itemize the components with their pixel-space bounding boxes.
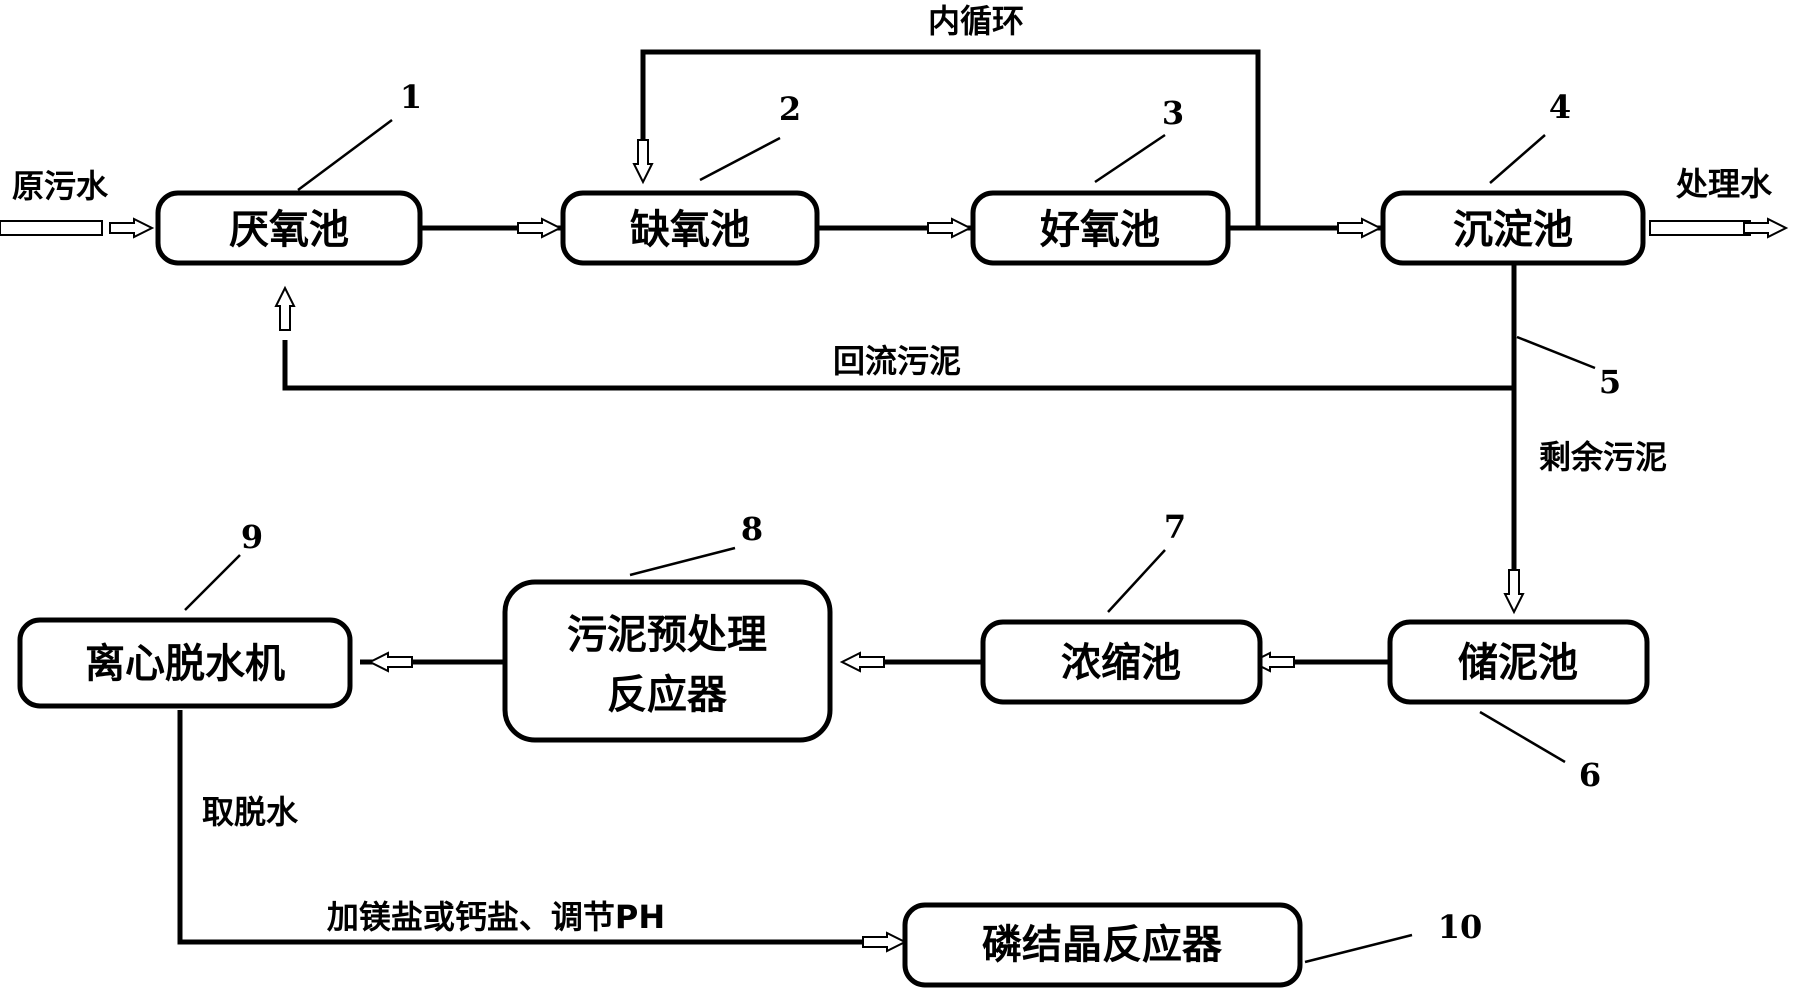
number-4: 4 bbox=[1549, 88, 1571, 126]
take-dewatering-liquid-label: 取脱水 bbox=[202, 793, 299, 831]
arrow-8-9 bbox=[369, 652, 413, 672]
dewatering-liquid-line bbox=[177, 710, 905, 945]
leader-8 bbox=[629, 546, 736, 577]
internal-recycle-label: 内循环 bbox=[928, 2, 1024, 40]
arrow-1-2 bbox=[517, 218, 561, 238]
leader-2 bbox=[699, 136, 781, 182]
return-sludge-arrow bbox=[275, 287, 295, 331]
number-7: 7 bbox=[1164, 508, 1186, 546]
raw-sewage-arrow bbox=[0, 218, 153, 238]
return-sludge-line bbox=[282, 340, 1514, 391]
internal-recycle-line bbox=[640, 49, 1261, 228]
sedimentation-tank-label: 沉淀池 bbox=[1453, 207, 1573, 253]
sedimentation-tank-box: 沉淀池 bbox=[1380, 190, 1646, 266]
sludge-pretreatment-reactor-label-2: 反应器 bbox=[607, 672, 728, 718]
treated-water-label: 处理水 bbox=[1675, 165, 1773, 203]
treated-water-arrow bbox=[1649, 218, 1787, 238]
aerobic-tank-label: 好氧池 bbox=[1039, 207, 1160, 253]
arrow-7-8 bbox=[841, 652, 885, 672]
thickening-tank-box: 浓缩池 bbox=[980, 619, 1263, 705]
raw-sewage-label: 原污水 bbox=[12, 167, 109, 205]
centrifugal-dewaterer-label: 离心脱水机 bbox=[85, 641, 285, 687]
leader-10 bbox=[1304, 933, 1413, 964]
anoxic-tank-box: 缺氧池 bbox=[560, 190, 820, 266]
arrow-to-crystallizer bbox=[862, 932, 906, 952]
leader-5 bbox=[1516, 335, 1596, 370]
leader-6 bbox=[1479, 710, 1566, 764]
number-10: 10 bbox=[1438, 908, 1483, 946]
arrow-2-3 bbox=[927, 218, 971, 238]
leader-1 bbox=[297, 118, 393, 192]
phosphorus-crystallization-reactor-box: 磷结晶反应器 bbox=[902, 902, 1303, 988]
number-2: 2 bbox=[779, 90, 801, 128]
leader-3 bbox=[1094, 133, 1166, 184]
number-6: 6 bbox=[1579, 756, 1601, 794]
internal-recycle-arrow bbox=[633, 139, 653, 183]
phosphorus-crystallization-reactor-label: 磷结晶反应器 bbox=[982, 922, 1223, 968]
return-sludge-label: 回流污泥 bbox=[833, 342, 961, 380]
arrow-3-4 bbox=[1337, 218, 1381, 238]
sludge-pretreatment-reactor-box: 污泥预处理 反应器 bbox=[502, 579, 833, 743]
sludge-storage-tank-label: 储泥池 bbox=[1458, 640, 1578, 686]
sludge-storage-tank-box: 储泥池 bbox=[1387, 619, 1650, 705]
anaerobic-tank-label: 厌氧池 bbox=[229, 207, 349, 253]
add-salt-adjust-ph-label: 加镁盐或钙盐、调节PH bbox=[327, 898, 665, 936]
number-8: 8 bbox=[741, 510, 763, 548]
leader-4 bbox=[1489, 134, 1546, 184]
aerobic-tank-box: 好氧池 bbox=[970, 190, 1231, 266]
anoxic-tank-label: 缺氧池 bbox=[630, 207, 750, 253]
number-5: 5 bbox=[1599, 363, 1621, 401]
excess-sludge-arrow bbox=[1504, 569, 1524, 613]
thickening-tank-label: 浓缩池 bbox=[1061, 640, 1181, 686]
leader-7 bbox=[1107, 549, 1166, 613]
excess-sludge-label: 剩余污泥 bbox=[1539, 438, 1667, 476]
number-3: 3 bbox=[1162, 94, 1184, 132]
sludge-pretreatment-reactor-label-1: 污泥预处理 bbox=[567, 612, 767, 658]
number-1: 1 bbox=[400, 78, 422, 116]
anaerobic-tank-box: 厌氧池 bbox=[155, 190, 423, 266]
number-9: 9 bbox=[241, 518, 263, 556]
leader-9 bbox=[184, 554, 241, 611]
centrifugal-dewaterer-box: 离心脱水机 bbox=[17, 617, 353, 709]
